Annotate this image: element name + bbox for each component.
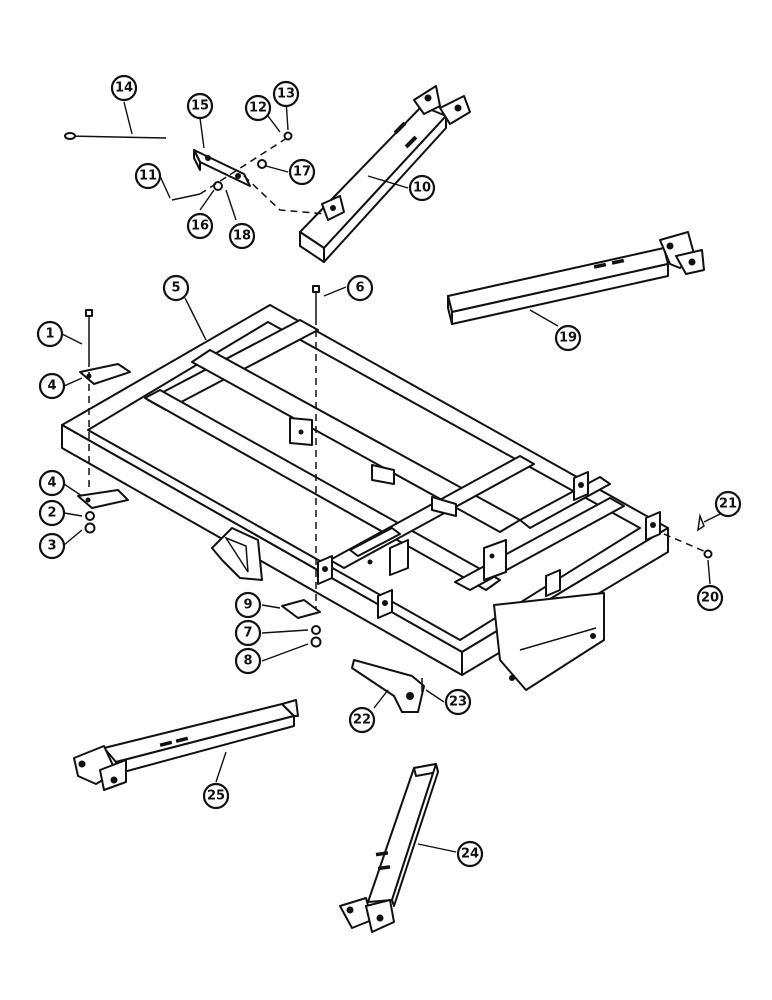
callout-9: 9 — [234, 591, 262, 619]
callout-2: 2 — [38, 499, 66, 527]
main-frame — [61, 304, 669, 691]
svg-text:9: 9 — [243, 598, 252, 613]
arm-24 — [339, 763, 439, 933]
svg-text:8: 8 — [243, 654, 252, 669]
callout-8: 8 — [234, 647, 262, 675]
svg-text:4: 4 — [47, 476, 56, 491]
callout-17: 17 — [288, 158, 316, 186]
callout-18: 18 — [228, 222, 256, 250]
callout-24: 24 — [456, 840, 484, 868]
svg-text:18: 18 — [233, 229, 251, 244]
svg-text:7: 7 — [243, 626, 252, 641]
callouts: 1 2 3 4 4 5 6 7 8 9 10 11 12 13 14 15 16… — [36, 74, 742, 868]
svg-text:3: 3 — [47, 539, 56, 554]
arm-19 — [447, 231, 705, 325]
callout-22: 22 — [348, 706, 376, 734]
svg-text:13: 13 — [277, 87, 295, 102]
svg-text:1: 1 — [45, 327, 54, 342]
callout-5: 5 — [162, 274, 190, 302]
svg-text:15: 15 — [191, 99, 209, 114]
callout-12: 12 — [244, 94, 272, 122]
callout-4-lower: 4 — [38, 469, 66, 497]
svg-text:25: 25 — [207, 789, 225, 804]
callout-6: 6 — [346, 274, 374, 302]
callout-20: 20 — [696, 584, 724, 612]
callout-15: 15 — [186, 92, 214, 120]
callout-21: 21 — [714, 490, 742, 518]
svg-text:12: 12 — [249, 101, 267, 116]
svg-text:20: 20 — [701, 591, 719, 606]
svg-text:6: 6 — [355, 281, 364, 296]
svg-text:5: 5 — [171, 281, 180, 296]
svg-text:16: 16 — [191, 219, 209, 234]
arm-25 — [73, 699, 299, 791]
svg-text:14: 14 — [115, 81, 133, 96]
svg-text:17: 17 — [293, 165, 311, 180]
callout-11: 11 — [134, 162, 162, 190]
hardware — [77, 285, 713, 713]
callout-13: 13 — [272, 80, 300, 108]
svg-text:23: 23 — [449, 695, 467, 710]
callout-10: 10 — [408, 174, 436, 202]
callout-23: 23 — [444, 688, 472, 716]
callout-16: 16 — [186, 212, 214, 240]
svg-text:10: 10 — [413, 181, 431, 196]
drawbar-arm-10 — [299, 85, 471, 263]
svg-text:4: 4 — [47, 379, 56, 394]
svg-text:24: 24 — [461, 847, 479, 862]
svg-text:22: 22 — [353, 713, 371, 728]
callout-1: 1 — [36, 320, 64, 348]
svg-text:19: 19 — [559, 331, 577, 346]
svg-text:21: 21 — [719, 497, 737, 512]
callout-14: 14 — [110, 74, 138, 102]
callout-19: 19 — [554, 324, 582, 352]
callout-25: 25 — [202, 782, 230, 810]
leader-lines — [61, 99, 721, 853]
callout-3: 3 — [38, 532, 66, 560]
svg-text:11: 11 — [139, 169, 157, 184]
callout-7: 7 — [234, 619, 262, 647]
svg-text:2: 2 — [47, 506, 56, 521]
linkage-parts — [64, 131, 327, 215]
callout-4-upper: 4 — [38, 372, 66, 400]
